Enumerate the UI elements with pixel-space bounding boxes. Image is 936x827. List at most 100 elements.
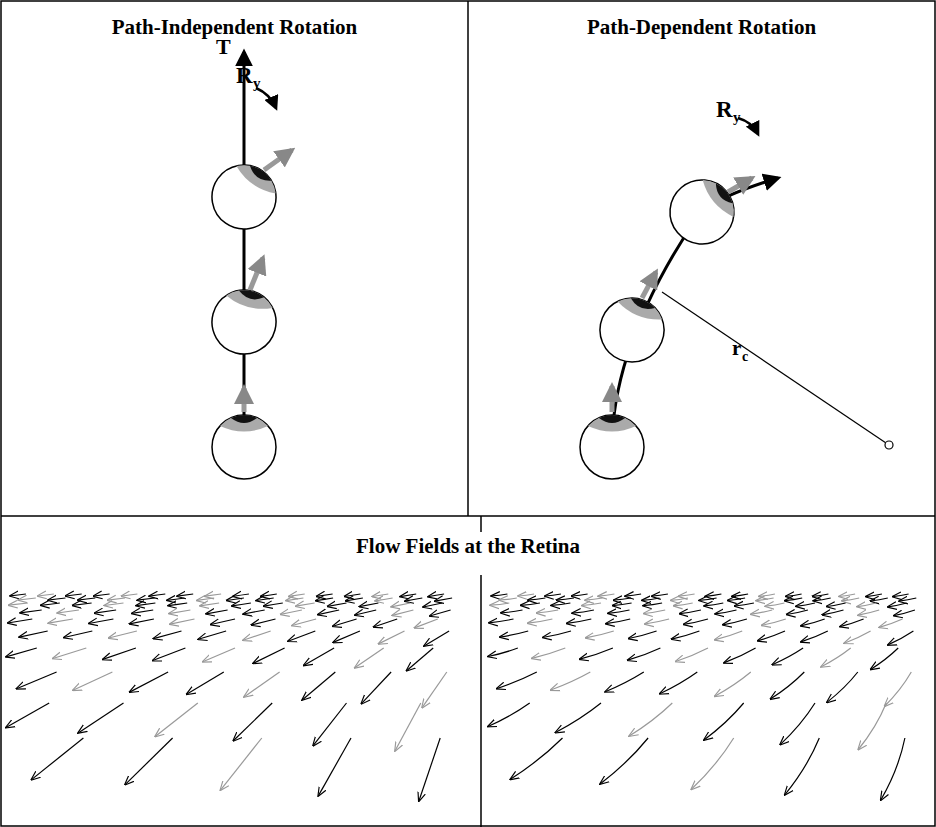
flow-vector [232,603,251,606]
flow-vector [705,594,721,596]
flow-vector [197,598,214,600]
flow-vector [894,610,915,616]
flow-vector [233,703,272,741]
flow-vector [732,594,748,596]
flow-vector [608,610,629,613]
eyeball [657,167,747,257]
gaze-arrow [728,178,752,192]
flow-vector [679,594,695,596]
flow-vector [435,598,452,601]
flow-vector [428,594,444,597]
flow-vector [130,619,154,624]
flow-vector [839,594,855,597]
flow-vector [205,594,221,596]
flow-vector [187,672,224,694]
flow-vector [501,610,523,613]
divider [480,516,482,532]
flow-vector [858,703,886,750]
flow-vector [857,603,876,607]
flow-vector [629,631,657,639]
flow-vector [585,598,602,600]
flow-vector [419,738,440,801]
eyeball [205,283,283,361]
flow-vector [735,603,754,606]
flow-vector [893,594,909,597]
figure-panel: Path-Independent Rotation [1,1,468,516]
flow-vector [318,738,351,796]
flow-vector [132,610,153,613]
flow-vector [20,610,42,613]
flow-vector [770,672,804,699]
flow-vector [572,610,594,613]
flow-vector [600,738,648,784]
flow-vector [73,603,92,605]
figure-panel: Path-Dependent Rotation [468,1,935,516]
flow-vector [392,610,413,615]
flow-vector [316,598,333,601]
eye [205,283,283,361]
flow-vector [66,594,82,596]
flow-vector [881,738,905,800]
flow-vector [137,598,154,600]
eye [590,288,673,371]
flow-vector [822,610,843,615]
flow-vector [233,594,249,596]
flow-vector [243,631,271,640]
flow-vector [510,738,562,779]
flow-vector [787,610,808,615]
flow-vector [200,603,219,606]
divider [467,1,469,516]
translation-arrow [243,52,246,448]
divider [480,575,482,827]
flow-vector [108,598,125,600]
flow-vector [644,610,665,614]
flow-vector [400,594,416,597]
flow-vector [751,610,772,614]
flow-vector [125,738,173,785]
flow-vector [136,603,155,606]
flow-vector [606,619,630,624]
flow-vector [756,598,773,601]
flow-vector [38,594,54,596]
flow-vector [858,610,879,615]
flow-vector [211,619,235,625]
flow-vector [206,610,227,614]
flow-vector [395,703,421,751]
flow-vector [345,594,361,597]
flow-vector [489,619,514,623]
flow-vector [556,703,602,733]
flow-vector [625,594,641,596]
flow-vector [154,631,182,639]
flow-vector [786,594,802,596]
flow-vector [728,598,745,601]
flow-vector [645,619,669,624]
gaze-arrow [264,150,292,170]
symbol-label: R [716,98,733,121]
eye-band [588,415,636,431]
flow-vector [296,603,315,606]
flow-vector [244,672,280,697]
flow-vector [715,672,751,696]
flow-vector [543,631,571,638]
flow-vector [317,594,333,596]
cornea [712,182,735,207]
flow-vector [32,738,84,780]
eye [657,167,747,257]
panel-heading: Path-Dependent Rotation [468,15,935,40]
flow-vector [785,738,820,795]
flow-vector [372,594,388,597]
flow-vector [643,603,662,606]
flow-vector [704,703,744,740]
flow-vector [488,648,518,657]
flow-vector [885,672,912,706]
flow-vector [551,603,570,605]
flow-vector [844,631,870,643]
flow-vector [680,610,701,614]
flow-vector [827,672,858,702]
flow-vector [813,598,830,601]
flow-vector [155,703,198,737]
divider [1,515,935,517]
panel-heading: Flow Fields at the Retina [1,534,935,559]
flow-vector [557,598,574,600]
flow-vector [532,648,565,658]
